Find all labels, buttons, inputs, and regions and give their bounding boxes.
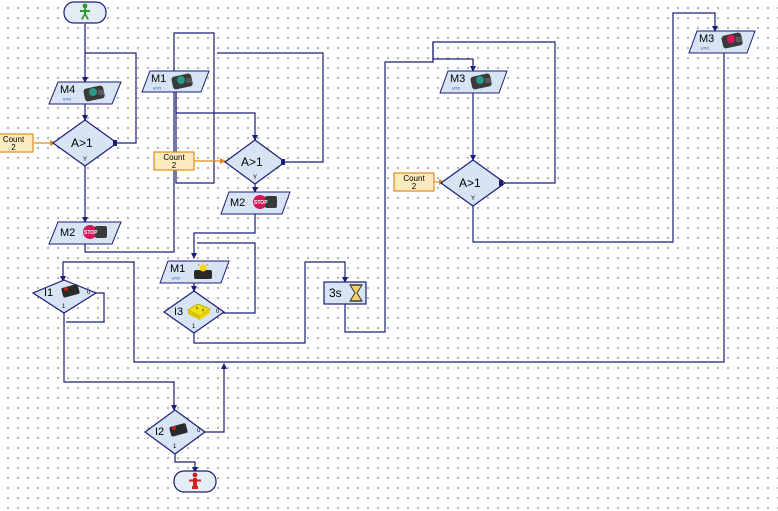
wire xyxy=(63,312,177,411)
motor-icon xyxy=(721,32,743,49)
wire xyxy=(472,12,718,243)
motor-icon xyxy=(171,73,193,90)
compare-d2-expr: A>1 xyxy=(241,155,263,169)
lamp-icon xyxy=(194,261,212,279)
input-i2-no: 0 xyxy=(197,428,201,434)
compare-block-d3[interactable] xyxy=(439,159,507,207)
motor-m3b-sub: v=n xyxy=(701,46,710,52)
wire xyxy=(174,453,198,473)
counter-c3-title: Count xyxy=(403,174,425,183)
counter-c2-value: 2 xyxy=(171,161,177,170)
phototransistor-icon xyxy=(187,303,211,320)
timer-block[interactable] xyxy=(323,281,367,305)
input-i3-label: I3 xyxy=(174,306,184,318)
counter-c1-value: 2 xyxy=(11,143,16,152)
pushbutton-icon xyxy=(169,423,188,437)
motor-icon xyxy=(470,73,492,90)
motor-m2b-label: M2 xyxy=(230,197,246,209)
compare-d2-yes: Y xyxy=(253,175,258,181)
motor-m4-sub: v=n xyxy=(63,97,72,103)
start-block[interactable] xyxy=(63,1,107,24)
counter-block-c1[interactable] xyxy=(0,133,34,153)
compare-block-d2[interactable] xyxy=(223,139,287,185)
compare-d3-expr: A>1 xyxy=(459,176,481,190)
wire xyxy=(197,242,256,314)
lamp-block-m1b[interactable] xyxy=(159,260,230,284)
stop-badge-text: STOP xyxy=(254,200,268,206)
counter-c2-title: Count xyxy=(163,153,185,162)
wire xyxy=(175,92,258,141)
wire xyxy=(432,42,476,72)
input-i1-no: 0 xyxy=(87,290,91,296)
motor-icon xyxy=(83,85,105,102)
end-block[interactable] xyxy=(173,470,217,493)
motor-block-m4[interactable] xyxy=(48,81,122,105)
wire xyxy=(60,52,725,363)
wire xyxy=(204,363,227,433)
compare-d1-yes: Y xyxy=(83,157,88,163)
red-traffic-light-figure-icon xyxy=(189,472,201,489)
wire xyxy=(191,214,256,259)
motor-m3a-sub: v=n xyxy=(452,86,461,92)
motor-block-m2b[interactable] xyxy=(220,191,291,215)
stop-badge-text: STOP xyxy=(84,230,98,236)
input-i2-label: I2 xyxy=(155,426,165,438)
input-i3-no: 0 xyxy=(216,309,220,315)
pushbutton-icon xyxy=(61,284,80,298)
wire xyxy=(217,52,324,163)
input-i1-yes: 1 xyxy=(62,304,66,310)
green-traffic-light-figure-icon xyxy=(80,3,90,20)
counter-c1-title: Count xyxy=(2,135,25,144)
input-i1-label: I1 xyxy=(44,287,54,299)
counter-block-c2[interactable] xyxy=(153,151,195,171)
motor-m1a-sub: v=n xyxy=(153,86,162,92)
motor-m3a-label: M3 xyxy=(450,73,466,85)
input-block-i1[interactable] xyxy=(31,279,98,314)
input-block-i2[interactable] xyxy=(143,409,207,455)
stop-sign-icon xyxy=(83,225,107,239)
motor-m1a-label: M1 xyxy=(151,73,167,85)
wire xyxy=(66,292,105,323)
compare-d3-yes: Y xyxy=(471,196,476,202)
counter-c3-value: 2 xyxy=(411,182,417,191)
motor-block-m3a[interactable] xyxy=(439,70,508,94)
wire xyxy=(193,261,348,344)
motor-m2a-label: M2 xyxy=(60,227,76,239)
timer-label: 3s xyxy=(329,286,342,300)
wire xyxy=(84,32,215,253)
motor-block-m2a[interactable] xyxy=(48,221,122,245)
compare-block-d1[interactable] xyxy=(51,119,119,167)
stop-sign-icon xyxy=(253,195,277,209)
motor-m4-label: M4 xyxy=(60,84,76,96)
input-i3-yes: 1 xyxy=(192,324,196,330)
motor-m3b-label: M3 xyxy=(699,33,715,45)
lamp-m1b-label: M1 xyxy=(170,263,186,275)
input-block-i3[interactable] xyxy=(162,290,226,334)
compare-d1-expr: A>1 xyxy=(71,136,93,150)
connection-wires xyxy=(60,12,725,473)
counter-block-c3[interactable] xyxy=(393,172,435,192)
hourglass-icon xyxy=(349,284,363,302)
wire xyxy=(85,52,137,144)
input-i2-yes: 1 xyxy=(173,444,177,450)
lamp-m1b-sub: v=n xyxy=(172,276,181,282)
wire xyxy=(344,41,556,333)
motor-block-m1a[interactable] xyxy=(141,70,210,93)
motor-block-m3b[interactable] xyxy=(688,30,756,54)
